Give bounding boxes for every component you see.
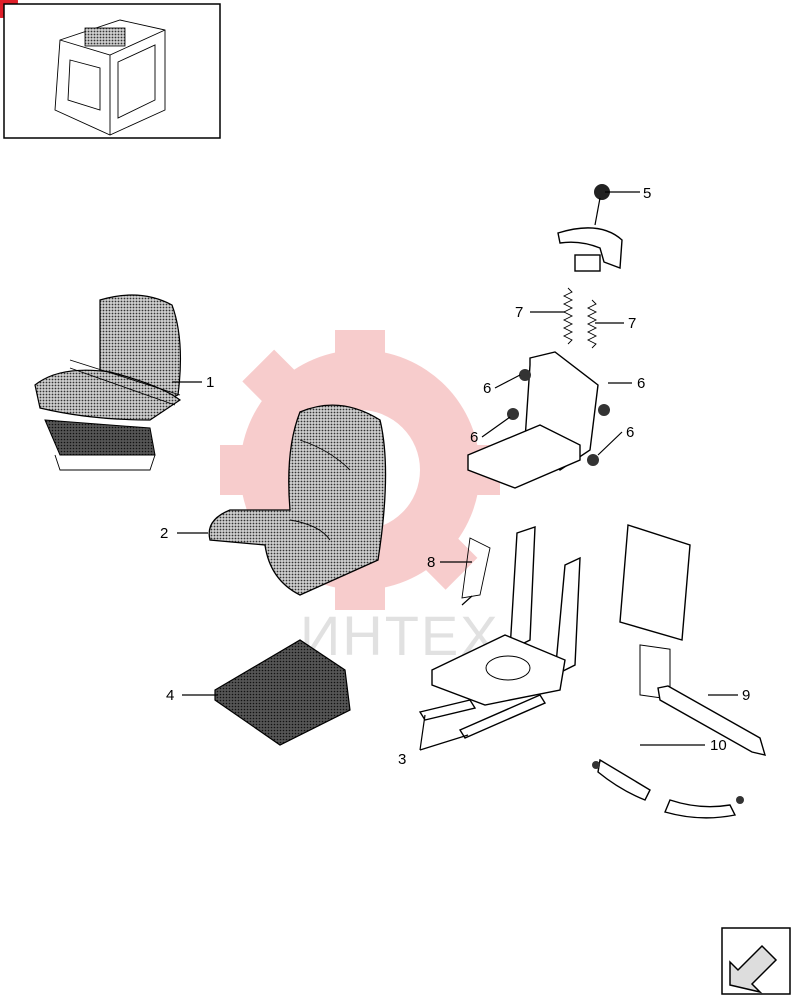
callout-7b: 7 (628, 315, 636, 332)
callout-3: 3 (398, 751, 406, 768)
callout-5: 5 (643, 185, 651, 202)
seat-assembly (34, 294, 182, 471)
next-page-button[interactable] (721, 927, 791, 995)
callout-6d: 6 (626, 424, 634, 441)
mounting-bracket (657, 685, 767, 756)
callout-6c: 6 (470, 429, 478, 446)
callout-9: 9 (742, 687, 750, 704)
callout-8: 8 (427, 554, 435, 571)
seat-foam (214, 639, 351, 746)
callout-2: 2 (160, 525, 168, 542)
base-frame (418, 526, 581, 739)
callout-4: 4 (166, 687, 174, 704)
callout-6b: 6 (637, 375, 645, 392)
callout-labels: 1 2 3 4 5 6 6 6 6 7 7 8 9 10 (160, 185, 750, 768)
cab-thumbnail-icon (3, 3, 221, 139)
adjust-knob (557, 184, 623, 272)
callout-10: 10 (710, 737, 727, 754)
shock-absorber (461, 537, 491, 606)
callout-1: 1 (206, 374, 214, 391)
suspension-bracket (467, 351, 610, 489)
callout-7a: 7 (515, 304, 523, 321)
seat-belt (592, 758, 744, 819)
backrest-plate (619, 524, 691, 700)
callout-6a: 6 (483, 380, 491, 397)
springs (562, 287, 598, 349)
next-page-arrow-icon (729, 944, 778, 994)
seat-cushion (208, 404, 387, 596)
leader-lines (172, 191, 738, 751)
